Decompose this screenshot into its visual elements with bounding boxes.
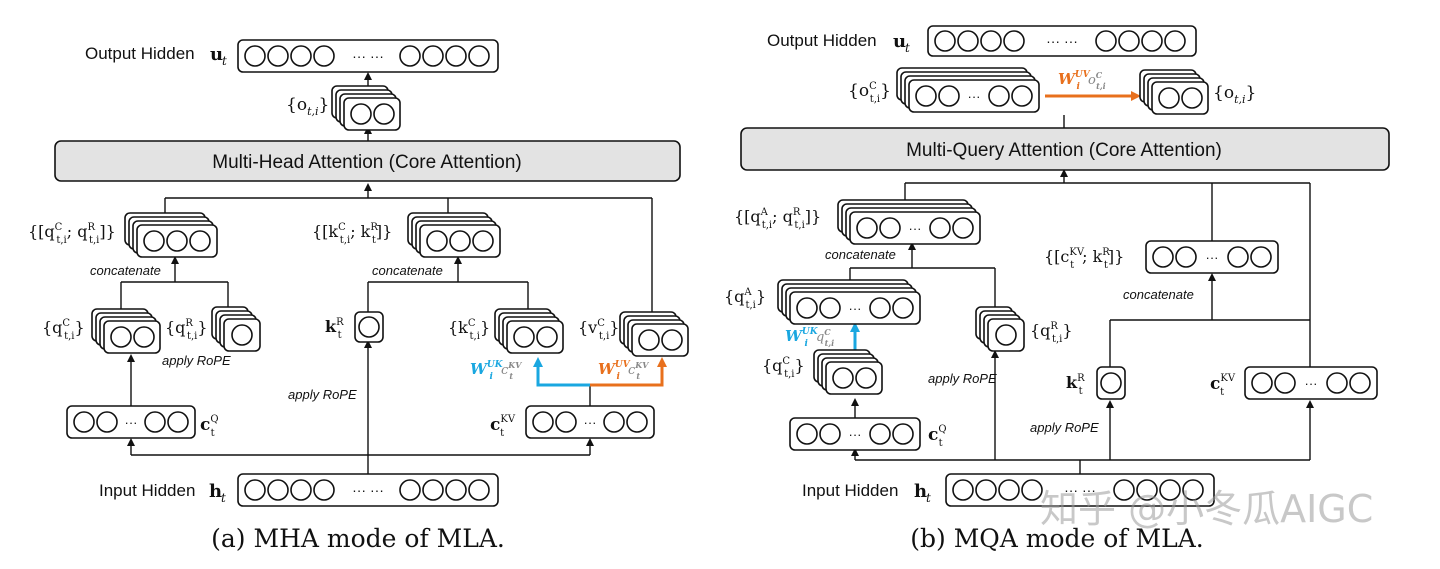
concatenate-label-b: concatenate — [825, 247, 896, 262]
multi-head-attention-block — [54, 140, 681, 182]
qc-stack — [91, 308, 161, 354]
k-concat-stack — [407, 212, 501, 258]
apply-rope-label-b: apply RoPE — [928, 371, 997, 386]
ellipsis: ··· — [909, 221, 922, 236]
output-hidden-vector-b: ··· ··· — [927, 25, 1197, 57]
ckv-vector-b: ··· — [1244, 366, 1378, 400]
ellipsis: ··· — [125, 415, 138, 430]
kr-vector — [354, 311, 384, 343]
output-hidden-vector: ··· ··· — [237, 39, 499, 73]
panel-b-connectors — [849, 91, 1314, 474]
output-hidden-sub: t — [222, 54, 227, 68]
input-hidden-sub: t — [221, 491, 226, 505]
input-hidden-symbol-b: h — [914, 481, 927, 502]
multi-query-attention-label: Multi-Query Attention (Core Attention) — [906, 140, 1222, 161]
panel-a: Output Hidden u t ··· ··· {ot,i} Multi-H… — [28, 39, 689, 553]
qr-stack-b — [975, 306, 1025, 352]
o-label-b: {ot,i} — [1213, 83, 1256, 106]
caption-b: (b) MQA mode of MLA. — [910, 524, 1204, 553]
kr-vector-b — [1096, 366, 1126, 400]
absorb-uv-arrow — [590, 357, 667, 387]
ellipsis: ··· — [1206, 250, 1219, 265]
ellipsis: ··· ··· — [1064, 482, 1096, 498]
apply-rope-label-k-b: apply RoPE — [1030, 420, 1099, 435]
o-label: {ot,i} — [286, 95, 329, 118]
q-concat-stack-b: ··· — [837, 199, 981, 245]
ckv-concat-vector: ··· — [1145, 240, 1279, 274]
o-stack-b — [1139, 69, 1209, 115]
q-concat-stack — [124, 212, 218, 258]
input-hidden-symbol: h — [209, 481, 222, 502]
output-hidden-sub-b: t — [905, 41, 910, 55]
concatenate-label-k: concatenate — [372, 263, 443, 278]
ellipsis: ··· — [1305, 376, 1318, 391]
watermark: 知乎 @小冬瓜AIGC — [1040, 487, 1373, 531]
qa-stack: ··· — [777, 279, 921, 325]
input-hidden-label: Input Hidden — [99, 481, 195, 500]
ellipsis: ··· ··· — [352, 48, 384, 64]
cq-vector-b: ··· — [789, 417, 921, 451]
output-hidden-label: Output Hidden — [85, 44, 195, 63]
apply-rope-label-k: apply RoPE — [288, 387, 357, 402]
ellipsis: ··· — [968, 89, 981, 104]
input-hidden-label-b: Input Hidden — [802, 481, 898, 500]
oc-stack: ··· — [896, 67, 1040, 113]
multi-query-attention-block — [740, 127, 1390, 171]
output-hidden-symbol: u — [210, 44, 223, 65]
o-stack — [331, 85, 401, 131]
ellipsis: ··· — [849, 427, 862, 442]
qr-stack — [211, 306, 261, 352]
multi-head-attention-label: Multi-Head Attention (Core Attention) — [212, 152, 521, 173]
kc-stack — [494, 308, 564, 354]
concatenate-label-ckv: concatenate — [1123, 287, 1194, 302]
apply-rope-label-q: apply RoPE — [162, 353, 231, 368]
vc-stack — [619, 311, 689, 357]
cq-vector: ··· — [66, 405, 196, 439]
input-hidden-vector-b: ··· ··· — [945, 473, 1215, 507]
qc-stack-b — [813, 349, 883, 395]
input-hidden-sub-b: t — [926, 491, 931, 505]
ellipsis: ··· ··· — [352, 482, 384, 498]
output-hidden-label-b: Output Hidden — [767, 31, 877, 50]
input-hidden-vector: ··· ··· — [237, 473, 499, 507]
caption-a: (a) MHA mode of MLA. — [211, 524, 505, 553]
output-hidden-symbol-b: u — [893, 31, 906, 52]
absorb-uk-arrow — [533, 357, 590, 387]
panel-a-connectors — [120, 72, 667, 474]
concatenate-label: concatenate — [90, 263, 161, 278]
ellipsis: ··· — [849, 301, 862, 316]
ellipsis: ··· — [584, 415, 597, 430]
ckv-vector: ··· — [525, 405, 655, 439]
ellipsis: ··· ··· — [1046, 33, 1078, 49]
